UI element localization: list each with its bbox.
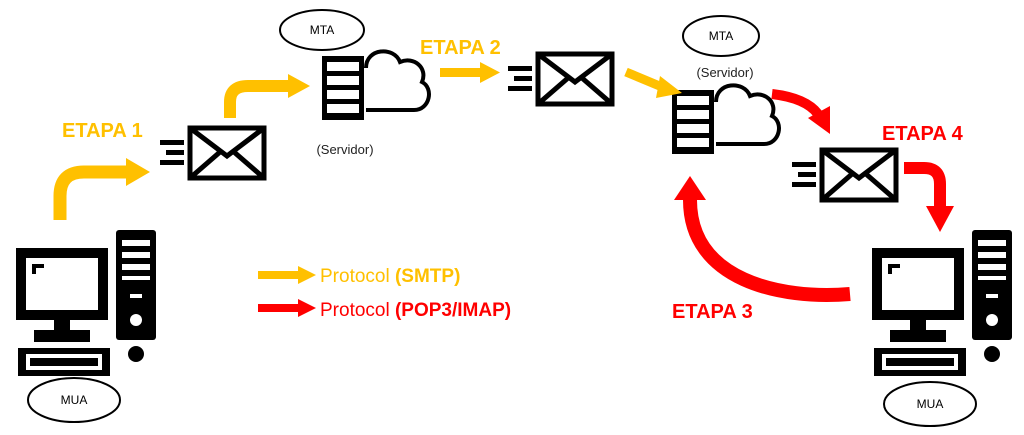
mua-right-label: MUA [917,397,944,411]
legend-pop-prefix: Protocol [320,300,395,321]
mta-left-node: MTA [279,9,365,51]
smtp-arrow-4 [624,67,682,98]
stage-3-label: ETAPA 3 [672,301,753,323]
smtp-arrow-1 [53,158,150,220]
legend-pop-arrow-icon [258,299,316,317]
stage-4-label: ETAPA 4 [882,123,964,145]
mta-right-label: MTA [709,29,733,43]
envelope-icon-2 [508,54,612,104]
legend: Protocol (SMTP) Protocol (POP3/IMAP) [258,266,511,321]
pop-arrow-4a [771,89,830,134]
mta-right-server-caption: (Servidor) [696,65,753,80]
legend-pop: Protocol (POP3/IMAP) [320,300,511,321]
legend-smtp: Protocol (SMTP) [320,266,460,287]
mua-right-computer-icon [872,230,1012,376]
stage-1-label: ETAPA 1 [62,120,143,142]
mta-left-label: MTA [310,23,334,37]
mua-left-node: MUA [27,377,121,423]
mua-right-node: MUA [883,381,977,427]
mta-left-server-caption: (Servidor) [316,142,373,157]
legend-pop-name: (POP3/IMAP) [395,300,511,321]
smtp-arrow-2 [224,74,310,118]
stage-2-label: ETAPA 2 [420,37,501,59]
mua-left-label: MUA [61,393,88,407]
legend-smtp-prefix: Protocol [320,266,395,287]
legend-smtp-arrow-icon [258,266,316,284]
legend-smtp-name: (SMTP) [395,266,460,287]
envelope-icon-3 [792,150,896,200]
smtp-arrow-3 [440,62,500,83]
mta-right-node: MTA [682,15,760,57]
envelope-icon-1 [160,128,264,178]
pop-arrow-3 [674,176,851,302]
mua-left-computer-icon [16,230,156,376]
mta-left-server-icon [320,49,431,122]
pop-arrow-4b [904,162,954,232]
mta-right-server-icon [670,83,781,156]
